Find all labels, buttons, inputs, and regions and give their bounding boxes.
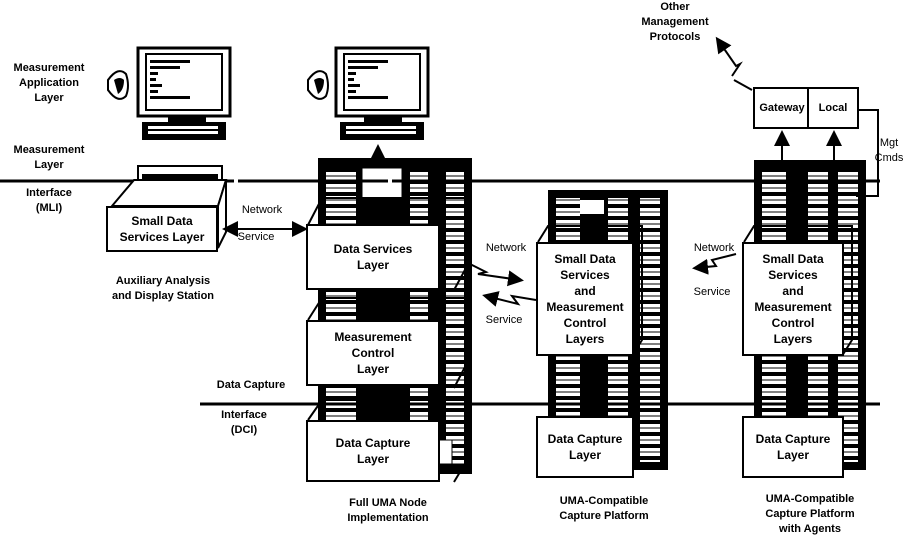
- data-services-layer-box: Data Services Layer: [306, 224, 440, 290]
- rack1-layer-outlines: [307, 197, 467, 483]
- data-capture-layer-box-3: Data Capture Layer: [742, 416, 844, 478]
- measurement-control-layer-box: Measurement Control Layer: [306, 320, 440, 386]
- label-measurement-application-layer: Measurement Application Layer: [13, 62, 85, 104]
- connection-arrows: [222, 36, 879, 414]
- workstation-monitor-1: [107, 46, 232, 140]
- workstation-monitor-2: [307, 46, 430, 140]
- gateway-box: Gateway: [759, 102, 805, 114]
- label-service-2: Service: [485, 314, 523, 326]
- label-interface-dci: Interface (DCI): [221, 409, 267, 436]
- rack2-layer-outlines: [537, 225, 643, 357]
- label-data-capture: Data Capture: [216, 379, 286, 391]
- label-uma-compatible-agents: UMA-Compatible Capture Platform with Age…: [765, 493, 855, 535]
- label-other-management-protocols: Other Management Protocols: [641, 1, 709, 43]
- label-full-uma-node: Full UMA Node Implementation: [347, 497, 429, 524]
- label-network-2: Network: [485, 242, 527, 254]
- label-network-3: Network: [693, 242, 735, 254]
- label-measurement-layer: Measurement Layer: [13, 144, 85, 171]
- label-interface-mli: Interface (MLI): [26, 187, 72, 214]
- local-box: Local: [818, 102, 848, 114]
- rack3-layer-outlines: [743, 225, 853, 357]
- data-capture-layer-box-2: Data Capture Layer: [536, 416, 634, 478]
- small-services-measurement-box-3: Small Data Services and Measurement Cont…: [742, 242, 844, 356]
- small-services-measurement-box-2: Small Data Services and Measurement Cont…: [536, 242, 634, 356]
- label-network-1: Network: [241, 204, 283, 216]
- label-auxiliary-station: Auxiliary Analysis and Display Station: [111, 275, 215, 302]
- small-data-services-layer-box: Small Data Services Layer: [106, 206, 218, 252]
- label-mgt-cmds: Mgt Cmds: [874, 137, 904, 164]
- label-service-1: Service: [237, 231, 275, 243]
- label-uma-compatible-platform: UMA-Compatible Capture Platform: [559, 495, 649, 522]
- label-service-3: Service: [693, 286, 731, 298]
- data-capture-layer-box-1: Data Capture Layer: [306, 420, 440, 482]
- gateway-local-container: [753, 87, 859, 129]
